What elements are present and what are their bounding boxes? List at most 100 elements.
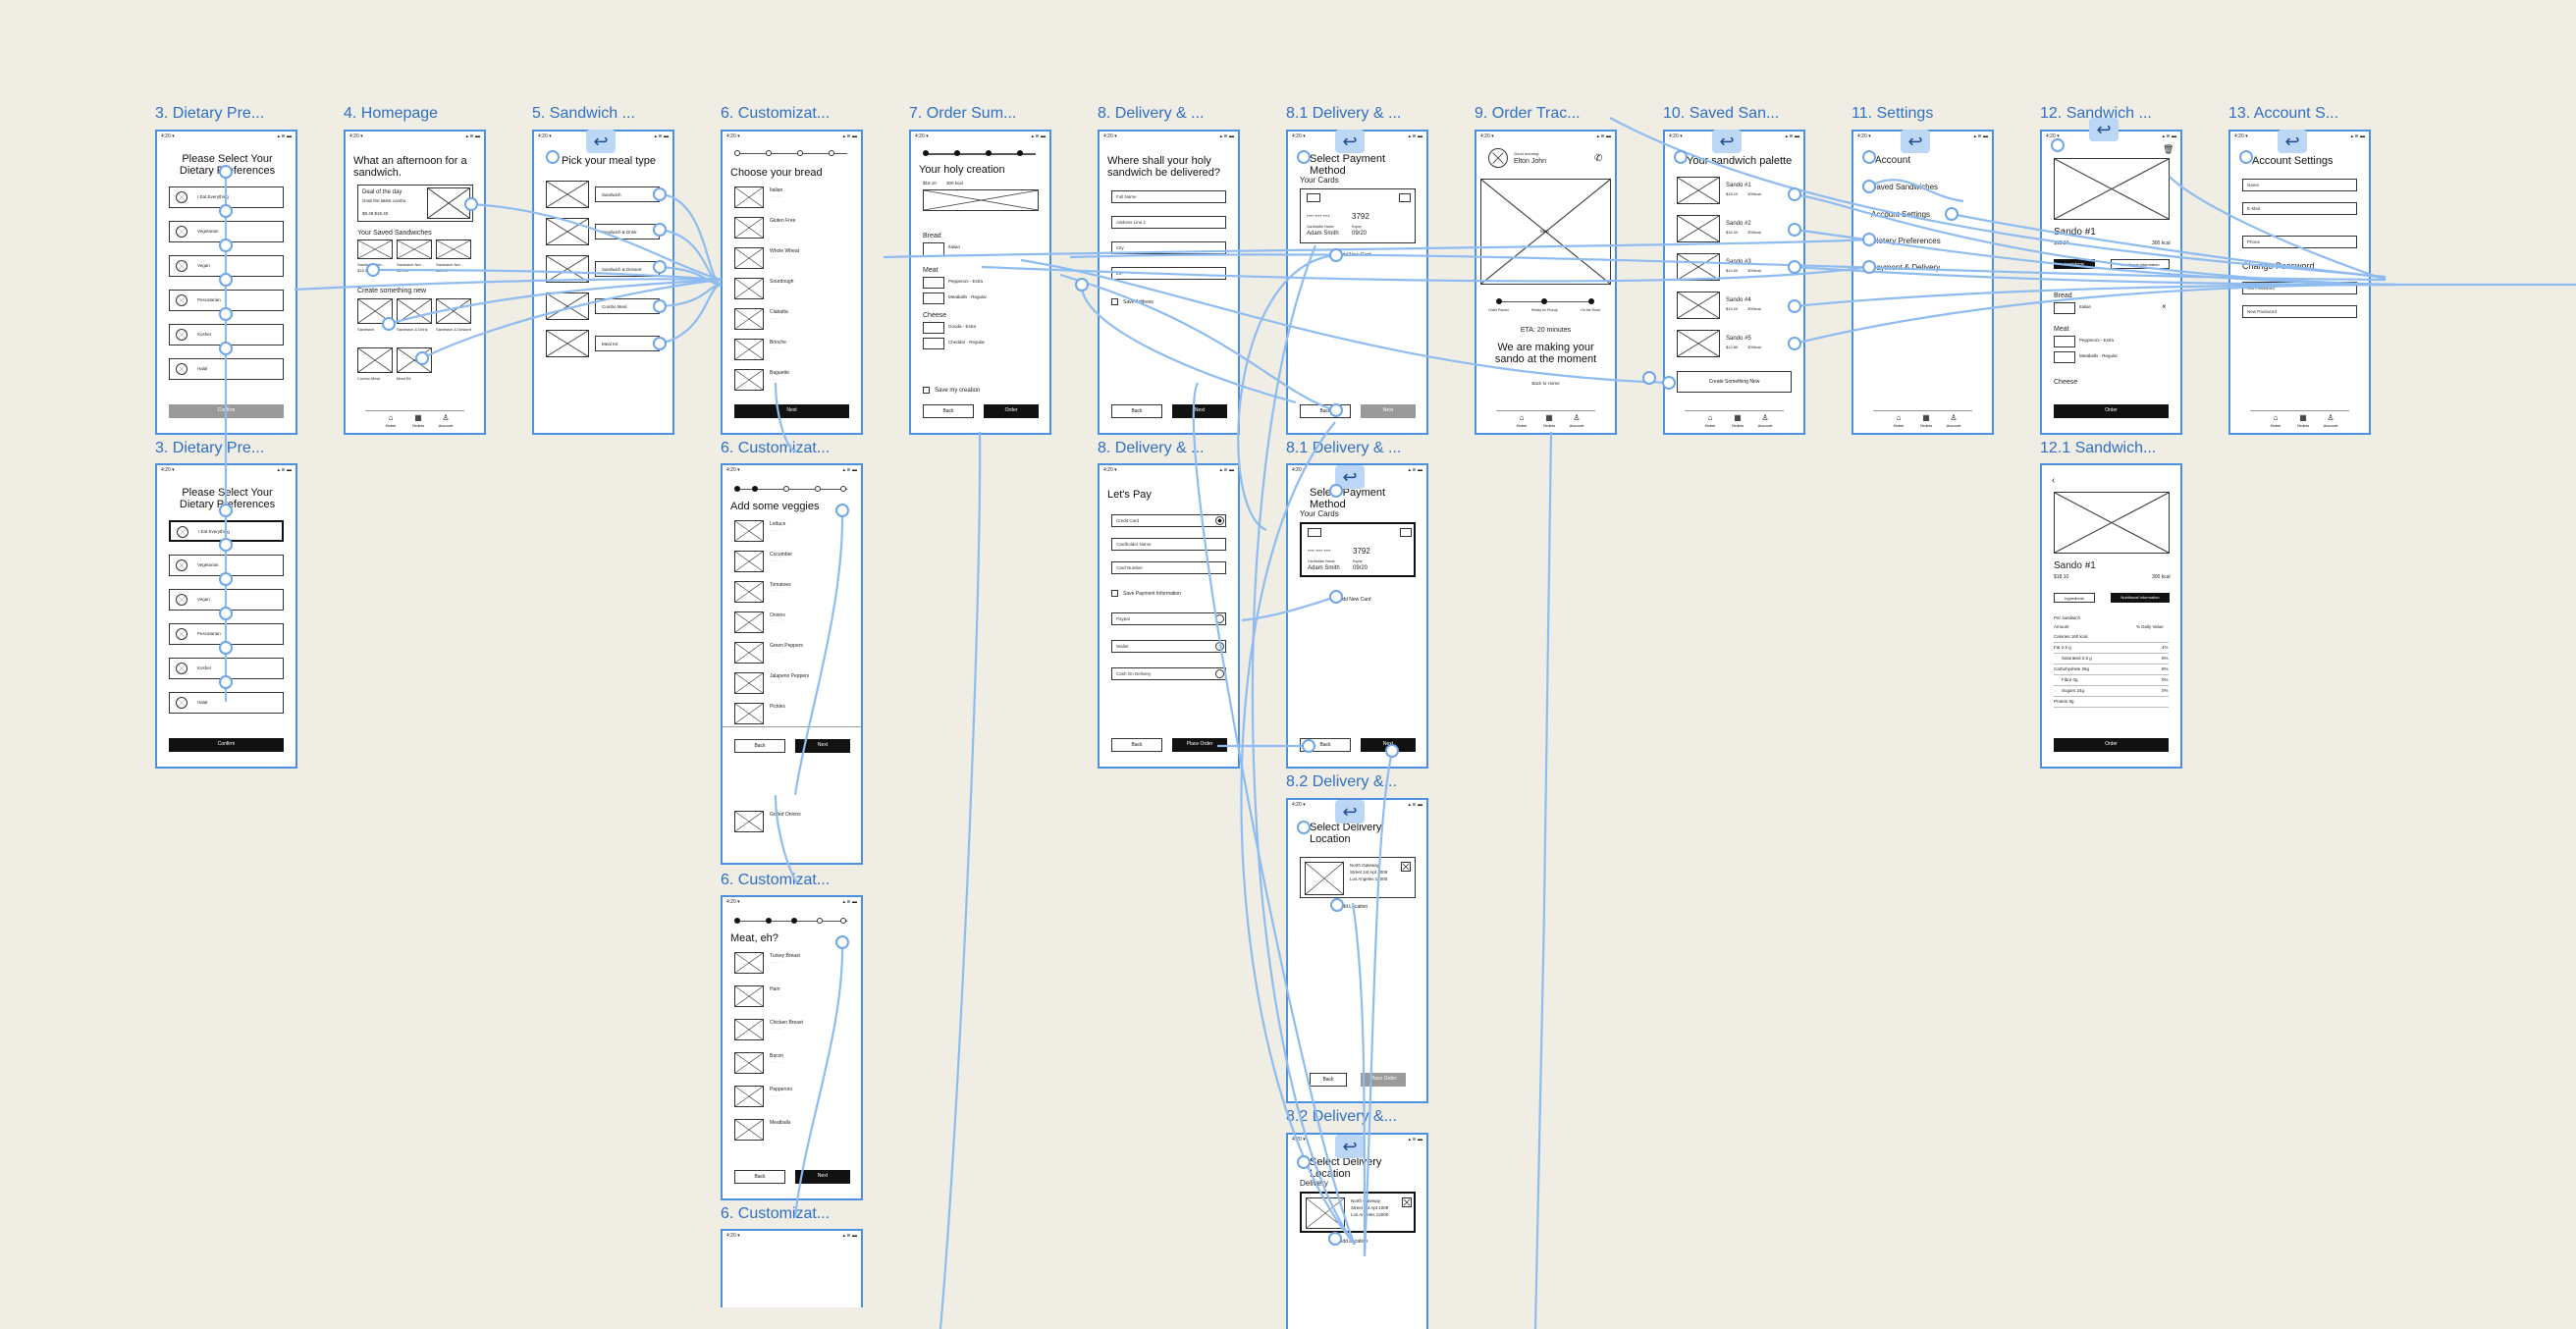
meal-type-option[interactable]: Sandwich (595, 186, 660, 202)
ingredient-thumb[interactable] (734, 1086, 764, 1107)
settings-item[interactable]: Payment & Delivery (1871, 263, 1941, 272)
address-card-selected[interactable]: North Gateway Street 1st Apt 1009 Los An… (1300, 1192, 1416, 1233)
create-option-thumb[interactable] (397, 298, 432, 324)
save-creation-checkbox[interactable] (923, 387, 930, 394)
nav-icon[interactable]: ⌂ (1707, 413, 1713, 422)
confirm-button[interactable]: Confirm (169, 738, 284, 752)
nav-icon[interactable]: ♙ (1950, 413, 1958, 422)
create-option-thumb[interactable] (397, 347, 432, 373)
back-button[interactable]: Back (734, 739, 785, 753)
frame-payment-method-selected[interactable]: 4:20 ▾▴ ≋ ▬ Select Payment Method Your C… (1286, 463, 1428, 769)
address-field[interactable]: Address Line 1 (1111, 216, 1226, 229)
frame-account-settings[interactable]: 4:20 ▾▴ ≋ ▬ Account Settings Name E-Mail… (2228, 130, 2371, 435)
back-button[interactable]: Back (1300, 738, 1351, 752)
back-arrow-icon[interactable]: ↩ (586, 130, 616, 153)
credit-card-option[interactable]: Credit Card (1111, 514, 1226, 527)
frame-delivery-address[interactable]: 4:20 ▾▴ ≋ ▬ Where shall your holy sandwi… (1098, 130, 1240, 435)
next-button[interactable]: Next (1361, 738, 1416, 752)
meal-type-option[interactable]: Meal Kit (595, 336, 660, 351)
order-button[interactable]: Order (984, 404, 1039, 418)
deal-of-the-day-card[interactable]: Deal of the day Grab the latest combo $5… (357, 185, 473, 222)
frame-meal-type[interactable]: 4:20 ▾▴ ≋ ▬ Pick your meal type Sandwich… (532, 130, 674, 435)
new-password-field[interactable]: New Password (2242, 305, 2357, 318)
frame-delivery-location[interactable]: 4:20 ▾▴ ≋ ▬ Select Delivery Location Nor… (1286, 798, 1428, 1103)
dietary-option[interactable]: Vegan (169, 255, 284, 277)
old-password-field[interactable]: Old Password (2242, 282, 2357, 294)
saved-card-selected[interactable]: **** **** **** 3792 Cardholder Name Adam… (1300, 522, 1416, 577)
ingredient-thumb[interactable] (734, 217, 764, 239)
ingredient-thumb[interactable] (734, 611, 764, 633)
back-button[interactable]: Back (734, 1170, 785, 1184)
tab-nutrition[interactable]: Nutritional Information (2111, 593, 2170, 603)
confirm-button[interactable]: Confirm (169, 404, 284, 418)
nav-icon[interactable]: ⌂ (1519, 413, 1525, 422)
saved-sandwich-thumb[interactable] (357, 239, 393, 259)
frame-choose-bread[interactable]: 4:20 ▾▴ ≋ ▬ Choose your bread Italian· ·… (721, 130, 863, 435)
address-card[interactable]: North Gateway Street 1st Apt 1009 Los An… (1300, 857, 1416, 898)
radio[interactable] (1215, 642, 1224, 651)
chevron-left-icon[interactable]: ‹ (2052, 475, 2056, 486)
saved-sandwich-thumb[interactable] (1677, 253, 1720, 281)
ingredient-thumb[interactable] (734, 703, 764, 724)
next-button[interactable]: Next (795, 1170, 850, 1184)
trash-icon[interactable]: 🗑 (2163, 144, 2174, 154)
radio[interactable] (1215, 614, 1224, 623)
frame-meat[interactable]: 4:20 ▾▴ ≋ ▬ Meat, eh? Turkey Breast· · ·… (721, 895, 863, 1200)
dietary-option[interactable]: Halal (169, 692, 284, 714)
add-location-link[interactable]: Add Location (1339, 1239, 1368, 1245)
frame-order-tracking[interactable]: 4:20 ▾▴ ≋ ▬ Good morning Elton John ✆ Ma… (1475, 130, 1617, 435)
ingredient-thumb[interactable] (734, 186, 764, 208)
saved-card[interactable]: **** **** **** 3792 Cardholder Name Adam… (1300, 188, 1416, 243)
frame-payment-method[interactable]: 4:20 ▾▴ ≋ ▬ Select Payment Method Your C… (1286, 130, 1428, 435)
ingredient-thumb[interactable] (734, 985, 764, 1007)
ingredient-thumb[interactable] (734, 278, 764, 299)
ingredient-thumb[interactable] (734, 672, 764, 694)
dietary-option[interactable]: Kosher (169, 324, 284, 346)
back-button[interactable]: Back (1111, 404, 1162, 418)
nav-icon[interactable]: ♙ (1573, 413, 1581, 422)
ingredient-thumb[interactable] (734, 952, 764, 974)
ingredient-thumb[interactable] (734, 339, 764, 360)
back-button[interactable]: Back (1310, 1073, 1347, 1087)
order-button[interactable]: Order (2054, 404, 2169, 418)
settings-item[interactable]: Dietary Preferences (1871, 237, 1941, 245)
ingredient-thumb[interactable] (734, 369, 764, 391)
radio-selected[interactable] (1215, 516, 1224, 525)
close-icon[interactable] (1402, 1197, 1412, 1207)
saved-sandwich-thumb[interactable] (397, 239, 432, 259)
ingredient-thumb[interactable] (734, 247, 764, 269)
dietary-option[interactable]: Pescatarian (169, 290, 284, 311)
frame-customization-next[interactable]: 4:20 ▾▴ ≋ ▬ (721, 1229, 863, 1307)
next-button[interactable]: Next (795, 739, 850, 753)
nav-icon[interactable]: ♙ (2327, 413, 2334, 422)
saved-sandwich-thumb[interactable] (436, 239, 471, 259)
back-arrow-icon[interactable]: ↩ (1712, 130, 1742, 153)
nav-icon[interactable]: ♙ (442, 413, 450, 422)
saved-sandwich-thumb[interactable] (1677, 177, 1720, 204)
tab-ingredients[interactable]: Ingredients (2054, 259, 2095, 269)
phone-field[interactable]: Phone (2242, 236, 2357, 248)
save-address-checkbox[interactable] (1111, 298, 1118, 305)
close-icon[interactable]: × (2162, 302, 2167, 311)
frame-lets-pay[interactable]: 4:20 ▾▴ ≋ ▬ Let's Pay Credit Card Cardho… (1098, 463, 1240, 769)
back-arrow-icon[interactable]: ↩ (2278, 130, 2307, 153)
back-arrow-icon[interactable]: ↩ (1901, 130, 1930, 153)
ingredient-thumb[interactable] (734, 1052, 764, 1074)
settings-item[interactable]: Account Settings (1871, 210, 1931, 219)
ingredient-thumb[interactable] (734, 1019, 764, 1040)
nav-icon[interactable]: ▦ (2299, 413, 2307, 422)
email-field[interactable]: E-Mail (2242, 202, 2357, 215)
place-order-button[interactable]: Place Order (1172, 738, 1227, 752)
dietary-option[interactable]: I Eat Everything (169, 186, 284, 208)
meal-type-option[interactable]: Sandwich & Drink (595, 224, 660, 239)
back-button[interactable]: Back (1111, 738, 1162, 752)
dietary-option[interactable]: Vegetarian (169, 221, 284, 242)
create-option-thumb[interactable] (357, 347, 393, 373)
frame-homepage[interactable]: 4:20 ▾▴ ≋ ▬ What an afternoon for a sand… (344, 130, 486, 435)
close-icon[interactable] (1401, 862, 1411, 872)
ingredient-thumb[interactable] (734, 520, 764, 542)
tab-ingredients[interactable]: Ingredients (2054, 593, 2095, 603)
dietary-option[interactable]: Vegan (169, 589, 284, 611)
ingredient-thumb[interactable] (734, 551, 764, 572)
add-location-link[interactable]: Add Location (1339, 904, 1368, 910)
